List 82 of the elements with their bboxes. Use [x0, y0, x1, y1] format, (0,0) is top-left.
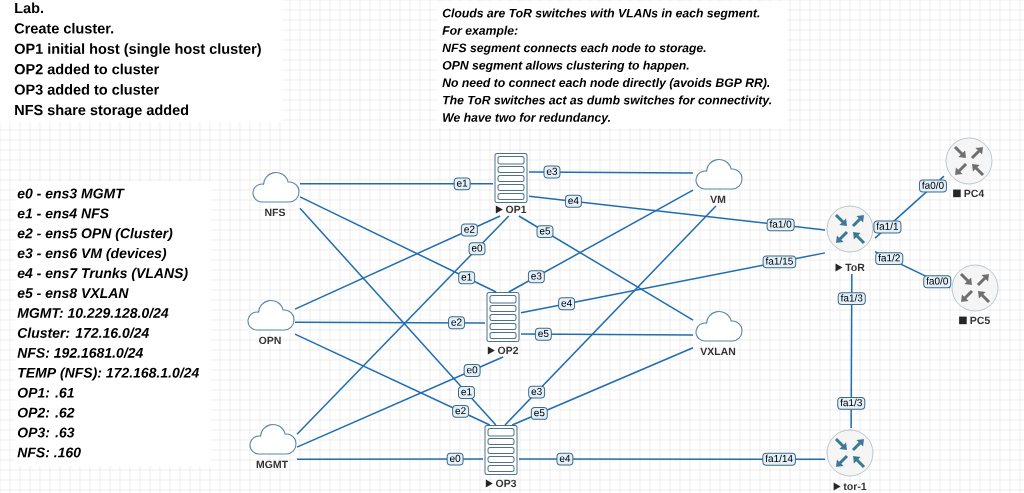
link-line [518, 458, 826, 460]
port-label: e1 [458, 271, 476, 285]
note-text: NFS: 192.1681.0/24 [17, 347, 143, 358]
link-line [518, 215, 694, 321]
link-line [508, 189, 694, 293]
port-label: e0 [468, 242, 486, 256]
note-text: Create cluster. [14, 22, 114, 34]
note-text: MGMT: 10.229.128.0/24 [17, 307, 169, 319]
device-label: tor-1 [843, 482, 867, 491]
link-line [294, 215, 501, 310]
note-text: e5 - ens8 VXLAN [17, 288, 129, 299]
note-text: OP1: .61 [17, 387, 74, 398]
note-text: The ToR switches act as dumb switches for connectivity. [443, 95, 772, 107]
port-label: fa1/3 [837, 292, 866, 306]
note-text: OP2: .62 [17, 407, 75, 418]
port-label: e5 [536, 225, 554, 239]
link-line [299, 183, 494, 185]
port-label: e1 [458, 386, 475, 399]
device-label: VXLAN [700, 347, 736, 355]
note-text: OP3: .63 [17, 427, 75, 438]
note-text: For example: [442, 25, 518, 38]
device-label: PC5 [970, 316, 990, 325]
note-text: OP2 added to cluster [14, 63, 159, 75]
port-label: e3 [527, 270, 545, 284]
note-text: Clouds are ToR switches with VLANs in each segment. [442, 8, 760, 20]
note-text: NFS share storage added [15, 104, 189, 119]
port-label: e2 [448, 316, 465, 330]
port-label: fa1/3 [837, 396, 866, 410]
link-line [511, 347, 694, 426]
link-line [299, 196, 497, 293]
note-text: Cluster: 172.16.0/24 [17, 327, 149, 339]
port-label: e1 [453, 177, 471, 191]
port-label: fa0/0 [918, 179, 947, 193]
note-text: e1 - ens4 NFS [17, 208, 109, 219]
device-label: NFS [265, 208, 286, 217]
note-text: e4 - ens7 Trunks (VLANS) [17, 267, 188, 281]
note-text: No need to connect each node directly (avoids BGP RR). [442, 78, 770, 90]
link-line [528, 195, 826, 231]
note-text: e3 - ens6 VM (devices) [17, 247, 167, 261]
link-line [296, 458, 484, 460]
port-label: fa1/15 [762, 255, 797, 269]
port-label: e5 [534, 327, 552, 341]
port-label: e4 [558, 297, 576, 311]
device-label: MGMT [256, 460, 288, 469]
device-label: ToR [845, 263, 865, 272]
device-label: OP3 [495, 479, 517, 488]
port-label: e3 [543, 165, 561, 179]
link-line [520, 252, 826, 314]
link-line [520, 333, 694, 336]
note-text: OP1 initial host (single host cluster) [14, 43, 261, 57]
port-label: e4 [564, 194, 582, 208]
note-text: OPN segment allows clustering to happen. [442, 60, 689, 73]
device-label: OP1 [505, 205, 527, 214]
device-label: VM [710, 195, 726, 203]
port-label: fa1/2 [875, 252, 904, 266]
port-label: e5 [530, 406, 548, 420]
device-label: PC4 [964, 189, 985, 198]
link-line [294, 333, 491, 426]
port-label: e0 [446, 452, 464, 466]
device-label: OPN [259, 336, 281, 345]
link-line [504, 205, 717, 426]
note-text: NFS segment connects each node to storage. [442, 43, 706, 55]
port-label: e3 [528, 385, 546, 399]
link-line [296, 356, 504, 448]
port-label: e0 [463, 364, 481, 377]
port-label: fa1/1 [873, 220, 902, 234]
port-label: e2 [460, 223, 478, 237]
device-label: OP2 [497, 346, 519, 355]
port-label: fa1/14 [762, 452, 796, 466]
port-label: e2 [452, 404, 470, 418]
note-text: e2 - ens5 OPN (Cluster) [17, 228, 173, 242]
port-label: fa0/0 [923, 275, 952, 289]
link-line [528, 171, 694, 174]
note-text: Lab. [15, 2, 43, 14]
note-text: OP3 added to cluster [14, 84, 159, 95]
port-label: fa1/0 [766, 218, 795, 232]
note-text: NFS: .160 [17, 447, 81, 458]
note-text: TEMP (NFS): 172.168.1.0/24 [18, 367, 199, 381]
note-text: We have two for redundancy. [443, 112, 610, 125]
note-text: e0 - ens3 MGMT [17, 188, 125, 199]
port-label: e4 [556, 452, 574, 466]
link-line [294, 321, 486, 324]
